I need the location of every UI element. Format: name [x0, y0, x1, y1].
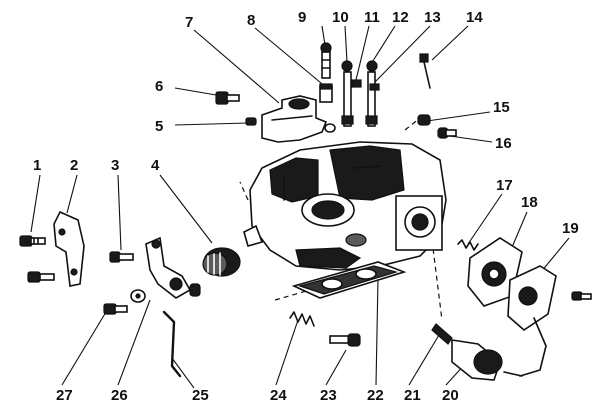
part-3-screw	[109, 251, 134, 263]
callout-24: 24	[270, 387, 287, 404]
callout-13: 13	[424, 9, 441, 26]
part-21-needle	[431, 323, 453, 345]
callout-20: 20	[442, 387, 459, 404]
part-18-diaphragm	[467, 237, 523, 307]
callout-14: 14	[466, 9, 483, 26]
callout-17: 17	[496, 177, 513, 194]
callout-4: 4	[151, 157, 160, 174]
callout-22: 22	[367, 387, 384, 404]
callout-6: 6	[155, 78, 163, 95]
part-4-filter	[202, 247, 241, 277]
part-24-spring	[289, 311, 315, 327]
part-12-jet	[365, 60, 378, 127]
alignment-lines	[239, 117, 443, 321]
callout-25: 25	[192, 387, 209, 404]
callout-2: 2	[70, 157, 78, 174]
part-14-screw	[419, 53, 431, 89]
part-6-screw	[215, 91, 240, 105]
callout-labels: 1 2 3 4 5 6 7 8 9 10 11 12 13 14 15 16 1…	[33, 9, 579, 404]
callout-1: 1	[33, 157, 41, 174]
callout-15: 15	[493, 99, 510, 116]
callout-16: 16	[495, 135, 512, 152]
callout-26: 26	[111, 387, 128, 404]
part-26-lever	[130, 236, 201, 303]
part-27-screw	[103, 303, 128, 315]
callout-23: 23	[320, 387, 337, 404]
callout-7: 7	[185, 14, 193, 31]
part-2-bracket	[27, 210, 85, 287]
callout-5: 5	[155, 118, 163, 135]
part-7-cover	[261, 95, 336, 143]
part-22-gasket	[291, 261, 407, 299]
part-1-screw	[19, 235, 46, 247]
part-20-valve	[451, 339, 523, 381]
callout-9: 9	[298, 9, 306, 26]
callout-27: 27	[56, 387, 73, 404]
leader-lines	[30, 25, 570, 389]
part-17-spring	[457, 239, 479, 251]
part-13-jet	[369, 83, 380, 91]
part-15-screw	[417, 114, 431, 126]
part-23-screw	[329, 333, 361, 347]
carburetor-body	[243, 141, 447, 271]
callout-10: 10	[332, 9, 349, 26]
callout-18: 18	[521, 194, 538, 211]
part-25-rod	[162, 310, 182, 378]
part-10-jet	[341, 60, 354, 127]
callout-21: 21	[404, 387, 421, 404]
callout-8: 8	[247, 12, 255, 29]
part-19-housing	[507, 265, 592, 377]
part-16-screw	[437, 127, 457, 139]
callout-11: 11	[364, 9, 380, 26]
callout-3: 3	[111, 157, 119, 174]
part-9-jet	[320, 42, 332, 79]
callout-19: 19	[562, 220, 579, 237]
callout-12: 12	[392, 9, 409, 26]
part-5-pin	[245, 117, 257, 126]
part-11-jet	[351, 79, 362, 88]
part-8-jet	[319, 83, 333, 103]
